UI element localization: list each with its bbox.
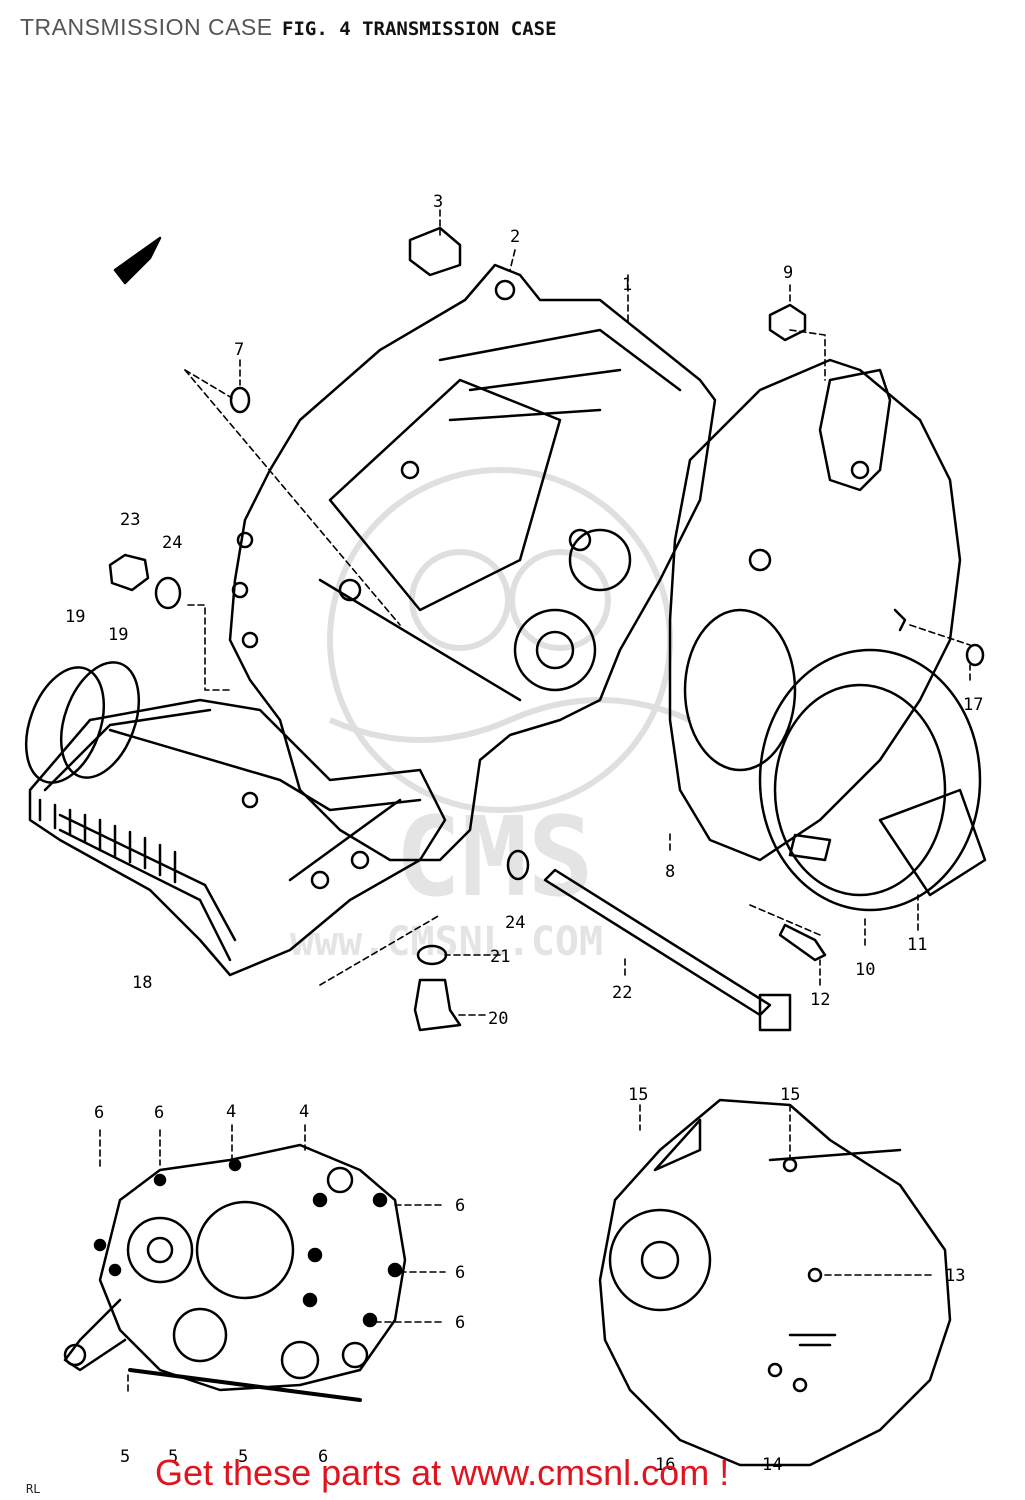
washer-part-7 <box>229 386 251 414</box>
watermark <box>327 467 692 813</box>
transmission-case-part-1 <box>228 263 717 862</box>
corner-note: RL <box>26 1482 41 1496</box>
callout-3: 3 <box>433 192 443 212</box>
callout-5: 5 <box>168 1447 178 1467</box>
emblem-part-11 <box>878 788 987 897</box>
drain-plug-part-20 <box>413 978 462 1032</box>
figure-title: FIG. 4 TRANSMISSION CASE <box>282 18 557 40</box>
oil-pan-part-18 <box>28 698 447 977</box>
crankcase-view-left <box>63 1143 407 1402</box>
callout-6: 6 <box>455 1263 465 1283</box>
cover-view-right <box>598 1098 952 1467</box>
callout-15: 15 <box>628 1085 648 1105</box>
buy-parts-link[interactable]: Get these parts at www.cmsnl.com ! <box>155 1452 730 1493</box>
nut-part-23 <box>108 553 150 592</box>
callout-6: 6 <box>318 1447 328 1467</box>
callout-10: 10 <box>855 960 875 980</box>
callout-6: 6 <box>455 1313 465 1333</box>
callout-13: 13 <box>945 1266 965 1286</box>
callout-11: 11 <box>907 935 927 955</box>
washer-part-24b <box>506 849 530 881</box>
callout-19: 19 <box>65 607 85 627</box>
callout-4: 4 <box>226 1102 236 1122</box>
clip-part-17 <box>893 608 907 632</box>
callout-24: 24 <box>162 533 182 553</box>
callout-16: 16 <box>655 1455 675 1475</box>
o-ring-part-19b <box>59 661 141 779</box>
callout-17: 17 <box>963 695 983 715</box>
front-arrow-icon <box>113 236 162 285</box>
page-title: TRANSMISSION CASE <box>20 14 273 40</box>
callout-5: 5 <box>120 1447 130 1467</box>
callout-19: 19 <box>108 625 128 645</box>
callout-15: 15 <box>780 1085 800 1105</box>
gear-cover-part-10 <box>758 648 987 912</box>
callout-18: 18 <box>132 973 152 993</box>
callout-5: 5 <box>238 1447 248 1467</box>
chain-cover-part-8 <box>668 358 962 862</box>
washer-part-17 <box>965 643 985 667</box>
callout-6: 6 <box>455 1196 465 1216</box>
callout-20: 20 <box>488 1009 508 1029</box>
o-ring-part-19a <box>24 666 106 784</box>
callout-6: 6 <box>94 1103 104 1123</box>
dowel-part-3 <box>408 226 462 277</box>
callout-23: 23 <box>120 510 140 530</box>
callout-6: 6 <box>154 1103 164 1123</box>
callout-21: 21 <box>490 947 510 967</box>
callout-8: 8 <box>665 862 675 882</box>
callout-4: 4 <box>299 1102 309 1122</box>
bolt-part-22 <box>543 868 792 1032</box>
dowel-part-9 <box>768 303 807 342</box>
leader-lines <box>184 209 971 1016</box>
watermark-brand: CMS <box>395 793 594 921</box>
callout-2: 2 <box>510 227 520 247</box>
leader-lines-lower-right <box>639 1104 936 1276</box>
callout-9: 9 <box>783 263 793 283</box>
callout-22: 22 <box>612 983 632 1003</box>
callout-12: 12 <box>810 990 830 1010</box>
leader-lines-lower-left <box>99 1124 446 1396</box>
callout-labels: 3 2 1 9 7 23 24 19 19 17 8 24 18 21 20 2… <box>65 192 983 1475</box>
callout-24: 24 <box>505 913 525 933</box>
screw-part-12 <box>778 923 827 962</box>
callout-7: 7 <box>234 340 244 360</box>
washer-part-24a <box>154 576 182 610</box>
callout-1: 1 <box>622 275 632 295</box>
callout-14: 14 <box>762 1455 782 1475</box>
